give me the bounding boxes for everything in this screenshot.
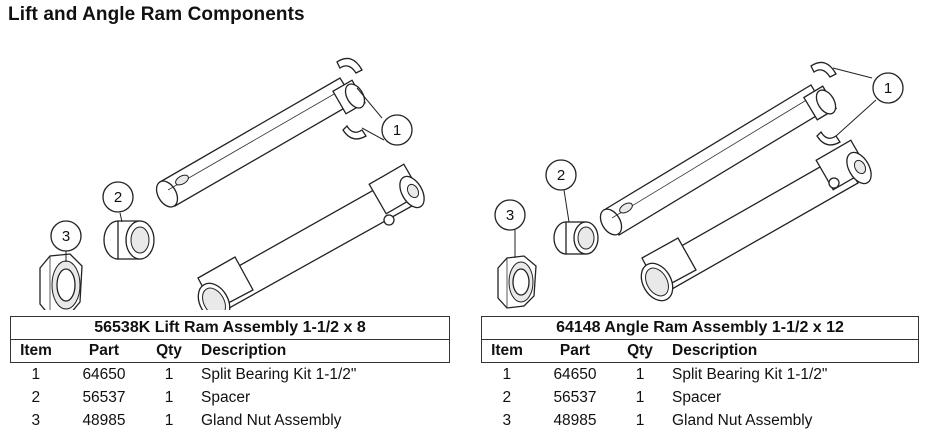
part-cell: 56537 <box>553 388 597 406</box>
angle-ram-parts-table: 64148 Angle Ram Assembly 1-1/2 x 12 Item… <box>481 316 919 432</box>
angle-ram-diagram: 1 2 3 <box>466 40 926 310</box>
description-cell: Split Bearing Kit 1-1/2" <box>672 365 828 383</box>
callout-label: 1 <box>884 80 892 97</box>
callout-label: 2 <box>114 189 122 206</box>
description-cell: Split Bearing Kit 1-1/2" <box>201 365 357 383</box>
description-cell: Gland Nut Assembly <box>201 411 342 429</box>
part-cell: 56537 <box>82 388 126 406</box>
gland-nut-illustration <box>497 255 537 309</box>
table-header-row: Item Part Qty Description <box>481 339 919 363</box>
lift-ram-parts-table: 56538K Lift Ram Assembly 1-1/2 x 8 Item … <box>10 316 450 432</box>
column-header-qty: Qty <box>147 339 191 363</box>
callout-1: 1 <box>381 114 413 146</box>
part-cell: 48985 <box>553 411 597 429</box>
table-row: 2 56537 1 Spacer <box>482 386 919 409</box>
table-row: 2 56537 1 Spacer <box>11 386 450 409</box>
table-caption: 56538K Lift Ram Assembly 1-1/2 x 8 <box>10 316 450 340</box>
callout-3: 3 <box>494 199 526 231</box>
column-header-item: Item <box>481 339 532 363</box>
column-header-qty: Qty <box>618 339 662 363</box>
gland-nut-illustration <box>39 253 83 310</box>
callout-label: 1 <box>393 122 401 139</box>
column-header-description: Description <box>191 339 450 363</box>
cylinder-barrel-illustration <box>197 163 425 310</box>
callout-2: 2 <box>102 181 134 213</box>
column-header-item: Item <box>10 339 61 363</box>
part-cell: 64650 <box>553 365 597 383</box>
table-header-row: Item Part Qty Description <box>10 339 450 363</box>
ram-rod-illustration <box>155 77 366 208</box>
description-cell: Spacer <box>672 388 722 406</box>
item-cell: 1 <box>31 365 41 383</box>
qty-cell: 1 <box>635 365 645 383</box>
spacer-illustration <box>103 220 155 260</box>
table-row: 3 48985 1 Gland Nut Assembly <box>482 409 919 432</box>
callout-1: 1 <box>872 72 904 104</box>
lift-ram-diagram: 1 2 3 <box>0 40 460 310</box>
item-cell: 2 <box>502 388 512 406</box>
description-cell: Spacer <box>201 388 251 406</box>
lift-ram-exploded-view: 1 2 3 <box>39 57 425 310</box>
table-row: 1 64650 1 Split Bearing Kit 1-1/2" <box>11 363 450 387</box>
callout-label: 2 <box>557 167 565 184</box>
item-cell: 3 <box>502 411 512 429</box>
item-cell: 3 <box>31 411 41 429</box>
description-cell: Gland Nut Assembly <box>672 411 813 429</box>
column-header-part: Part <box>532 339 618 363</box>
callout-label: 3 <box>506 207 514 224</box>
callout-label: 3 <box>62 228 70 245</box>
spacer-illustration <box>553 221 599 255</box>
callout-3: 3 <box>50 220 82 252</box>
split-bearing-illustration <box>336 57 367 140</box>
part-cell: 64650 <box>82 365 126 383</box>
qty-cell: 1 <box>164 388 174 406</box>
item-cell: 2 <box>31 388 41 406</box>
qty-cell: 1 <box>164 411 174 429</box>
table-row: 3 48985 1 Gland Nut Assembly <box>11 409 450 432</box>
part-cell: 48985 <box>82 411 126 429</box>
callout-2: 2 <box>545 159 577 191</box>
angle-ram-exploded-view: 1 2 3 <box>494 61 904 309</box>
ram-rod-illustration <box>599 84 838 236</box>
qty-cell: 1 <box>635 411 645 429</box>
column-header-description: Description <box>662 339 919 363</box>
page-title: Lift and Angle Ram Components <box>8 4 305 25</box>
cylinder-barrel-illustration <box>640 139 872 302</box>
table-row: 1 64650 1 Split Bearing Kit 1-1/2" <box>482 363 919 387</box>
item-cell: 1 <box>502 365 512 383</box>
qty-cell: 1 <box>635 388 645 406</box>
table-caption: 64148 Angle Ram Assembly 1-1/2 x 12 <box>481 316 919 340</box>
column-header-part: Part <box>61 339 147 363</box>
qty-cell: 1 <box>164 365 174 383</box>
